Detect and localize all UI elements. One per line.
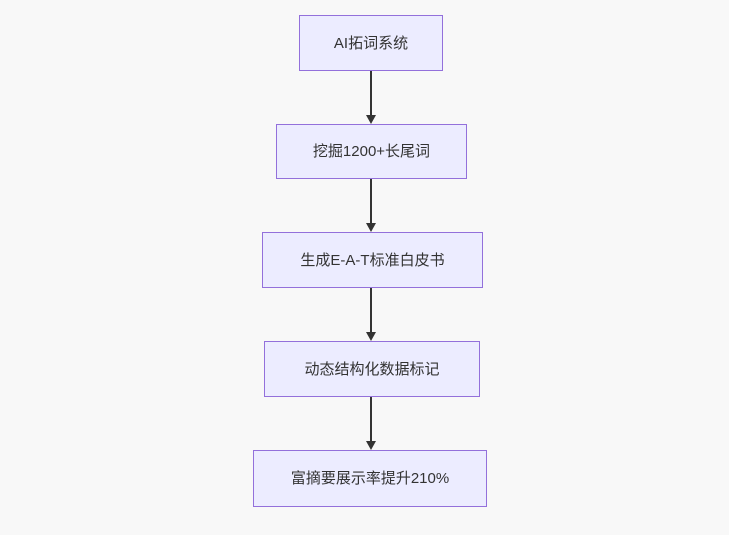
node-label: 动态结构化数据标记: [304, 360, 440, 378]
flowchart-node-longtail-mining: 挖掘1200+长尾词: [276, 124, 467, 179]
arrowhead-down-icon: [366, 223, 376, 232]
node-label: 生成E-A-T标准白皮书: [300, 251, 445, 269]
arrowhead-down-icon: [366, 115, 376, 124]
arrow-line: [370, 288, 372, 333]
arrowhead-down-icon: [366, 332, 376, 341]
node-label: 挖掘1200+长尾词: [312, 143, 431, 160]
node-label: AI拓词系统: [333, 34, 409, 52]
flowchart-arrow-4: [366, 397, 376, 450]
flowchart-node-ai-word-expansion: AI拓词系统: [299, 15, 443, 71]
flowchart-node-structured-data: 动态结构化数据标记: [264, 341, 480, 397]
flowchart-arrow-3: [366, 288, 376, 341]
node-label: 富摘要展示率提升210%: [290, 470, 450, 487]
arrow-line: [370, 71, 372, 116]
arrow-line: [370, 179, 372, 224]
arrow-line: [370, 397, 372, 442]
flowchart-node-eat-whitepaper: 生成E-A-T标准白皮书: [262, 232, 483, 288]
arrowhead-down-icon: [366, 441, 376, 450]
flowchart-arrow-1: [366, 71, 376, 124]
flowchart-node-rich-snippet-result: 富摘要展示率提升210%: [253, 450, 487, 507]
flowchart-arrow-2: [366, 179, 376, 232]
